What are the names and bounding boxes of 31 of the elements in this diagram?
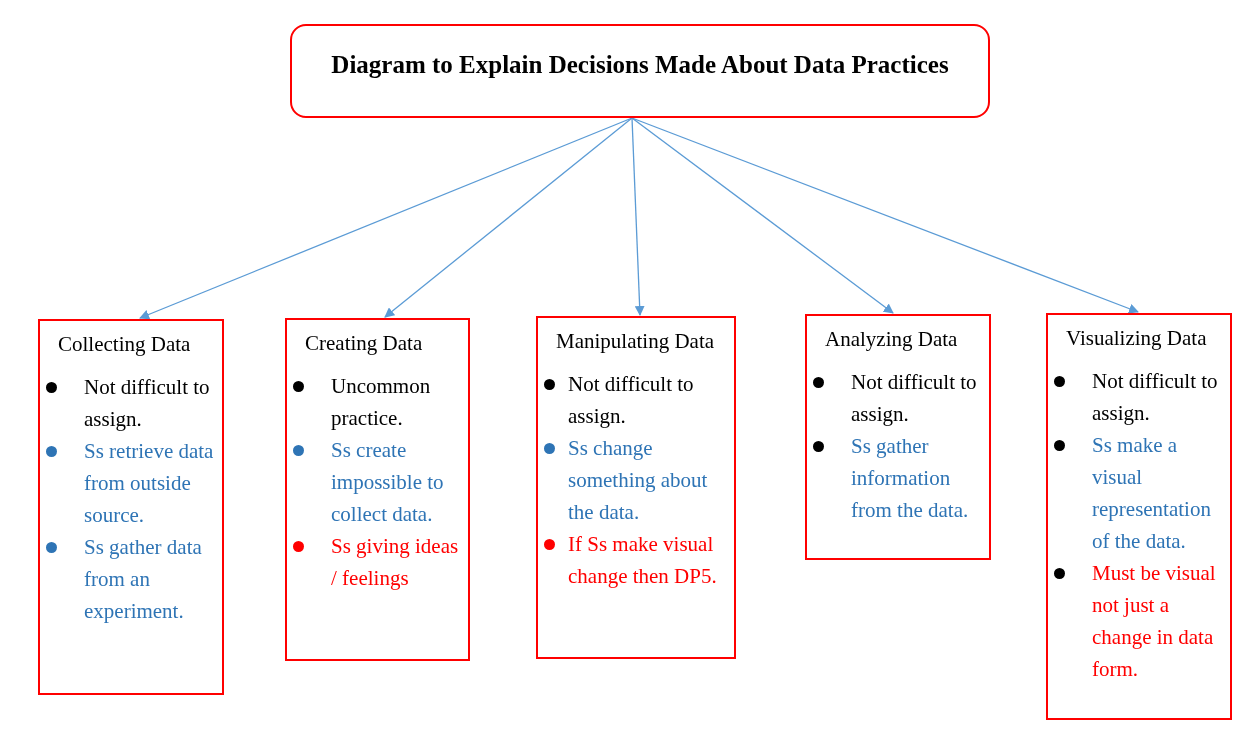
category-box — [805, 314, 991, 560]
bullet-text: Ss gather information from the data. — [851, 434, 969, 523]
arrow — [384, 117, 633, 318]
bullet-text: Must be visual not just a change in data form. — [1092, 561, 1216, 682]
category-box — [285, 318, 470, 661]
category-box — [536, 316, 736, 659]
category-box — [38, 319, 224, 695]
box-heading: Analyzing Data — [825, 326, 959, 353]
bullet-text: Not difficult to assign. — [1092, 369, 1218, 426]
bullet-text: If Ss make visual change then DP5. — [568, 532, 717, 589]
arrow — [631, 117, 894, 314]
box-heading: Visualizing Data — [1066, 325, 1208, 352]
title-box — [290, 24, 990, 118]
box-heading: Collecting Data — [58, 331, 192, 358]
arrow — [631, 117, 1139, 314]
title: Diagram to Explain Decisions Made About Data Practices — [331, 51, 949, 79]
bullet-text: Ss retrieve data from outside source. — [84, 439, 214, 528]
bullet-text: Ss change something about the data. — [568, 436, 708, 525]
category-box — [1046, 313, 1232, 720]
bullet-text: Ss gather data from an experiment. — [84, 535, 202, 624]
arrow — [631, 117, 645, 316]
bullet-text: Not difficult to assign. — [568, 372, 694, 429]
bullet-text: Uncommon practice. — [331, 374, 431, 431]
box-heading: Manipulating Data — [556, 328, 716, 355]
bullet-text: Ss make a visual representation of the data. — [1092, 433, 1211, 554]
bullet-text: Ss giving ideas / feelings — [331, 534, 459, 591]
bullet-text: Not difficult to assign. — [84, 375, 210, 432]
box-heading: Creating Data — [305, 330, 424, 357]
arrow — [139, 117, 633, 320]
bullet-text: Ss create impossible to collect data. — [331, 438, 444, 527]
bullet-text: Not difficult to assign. — [851, 370, 977, 427]
